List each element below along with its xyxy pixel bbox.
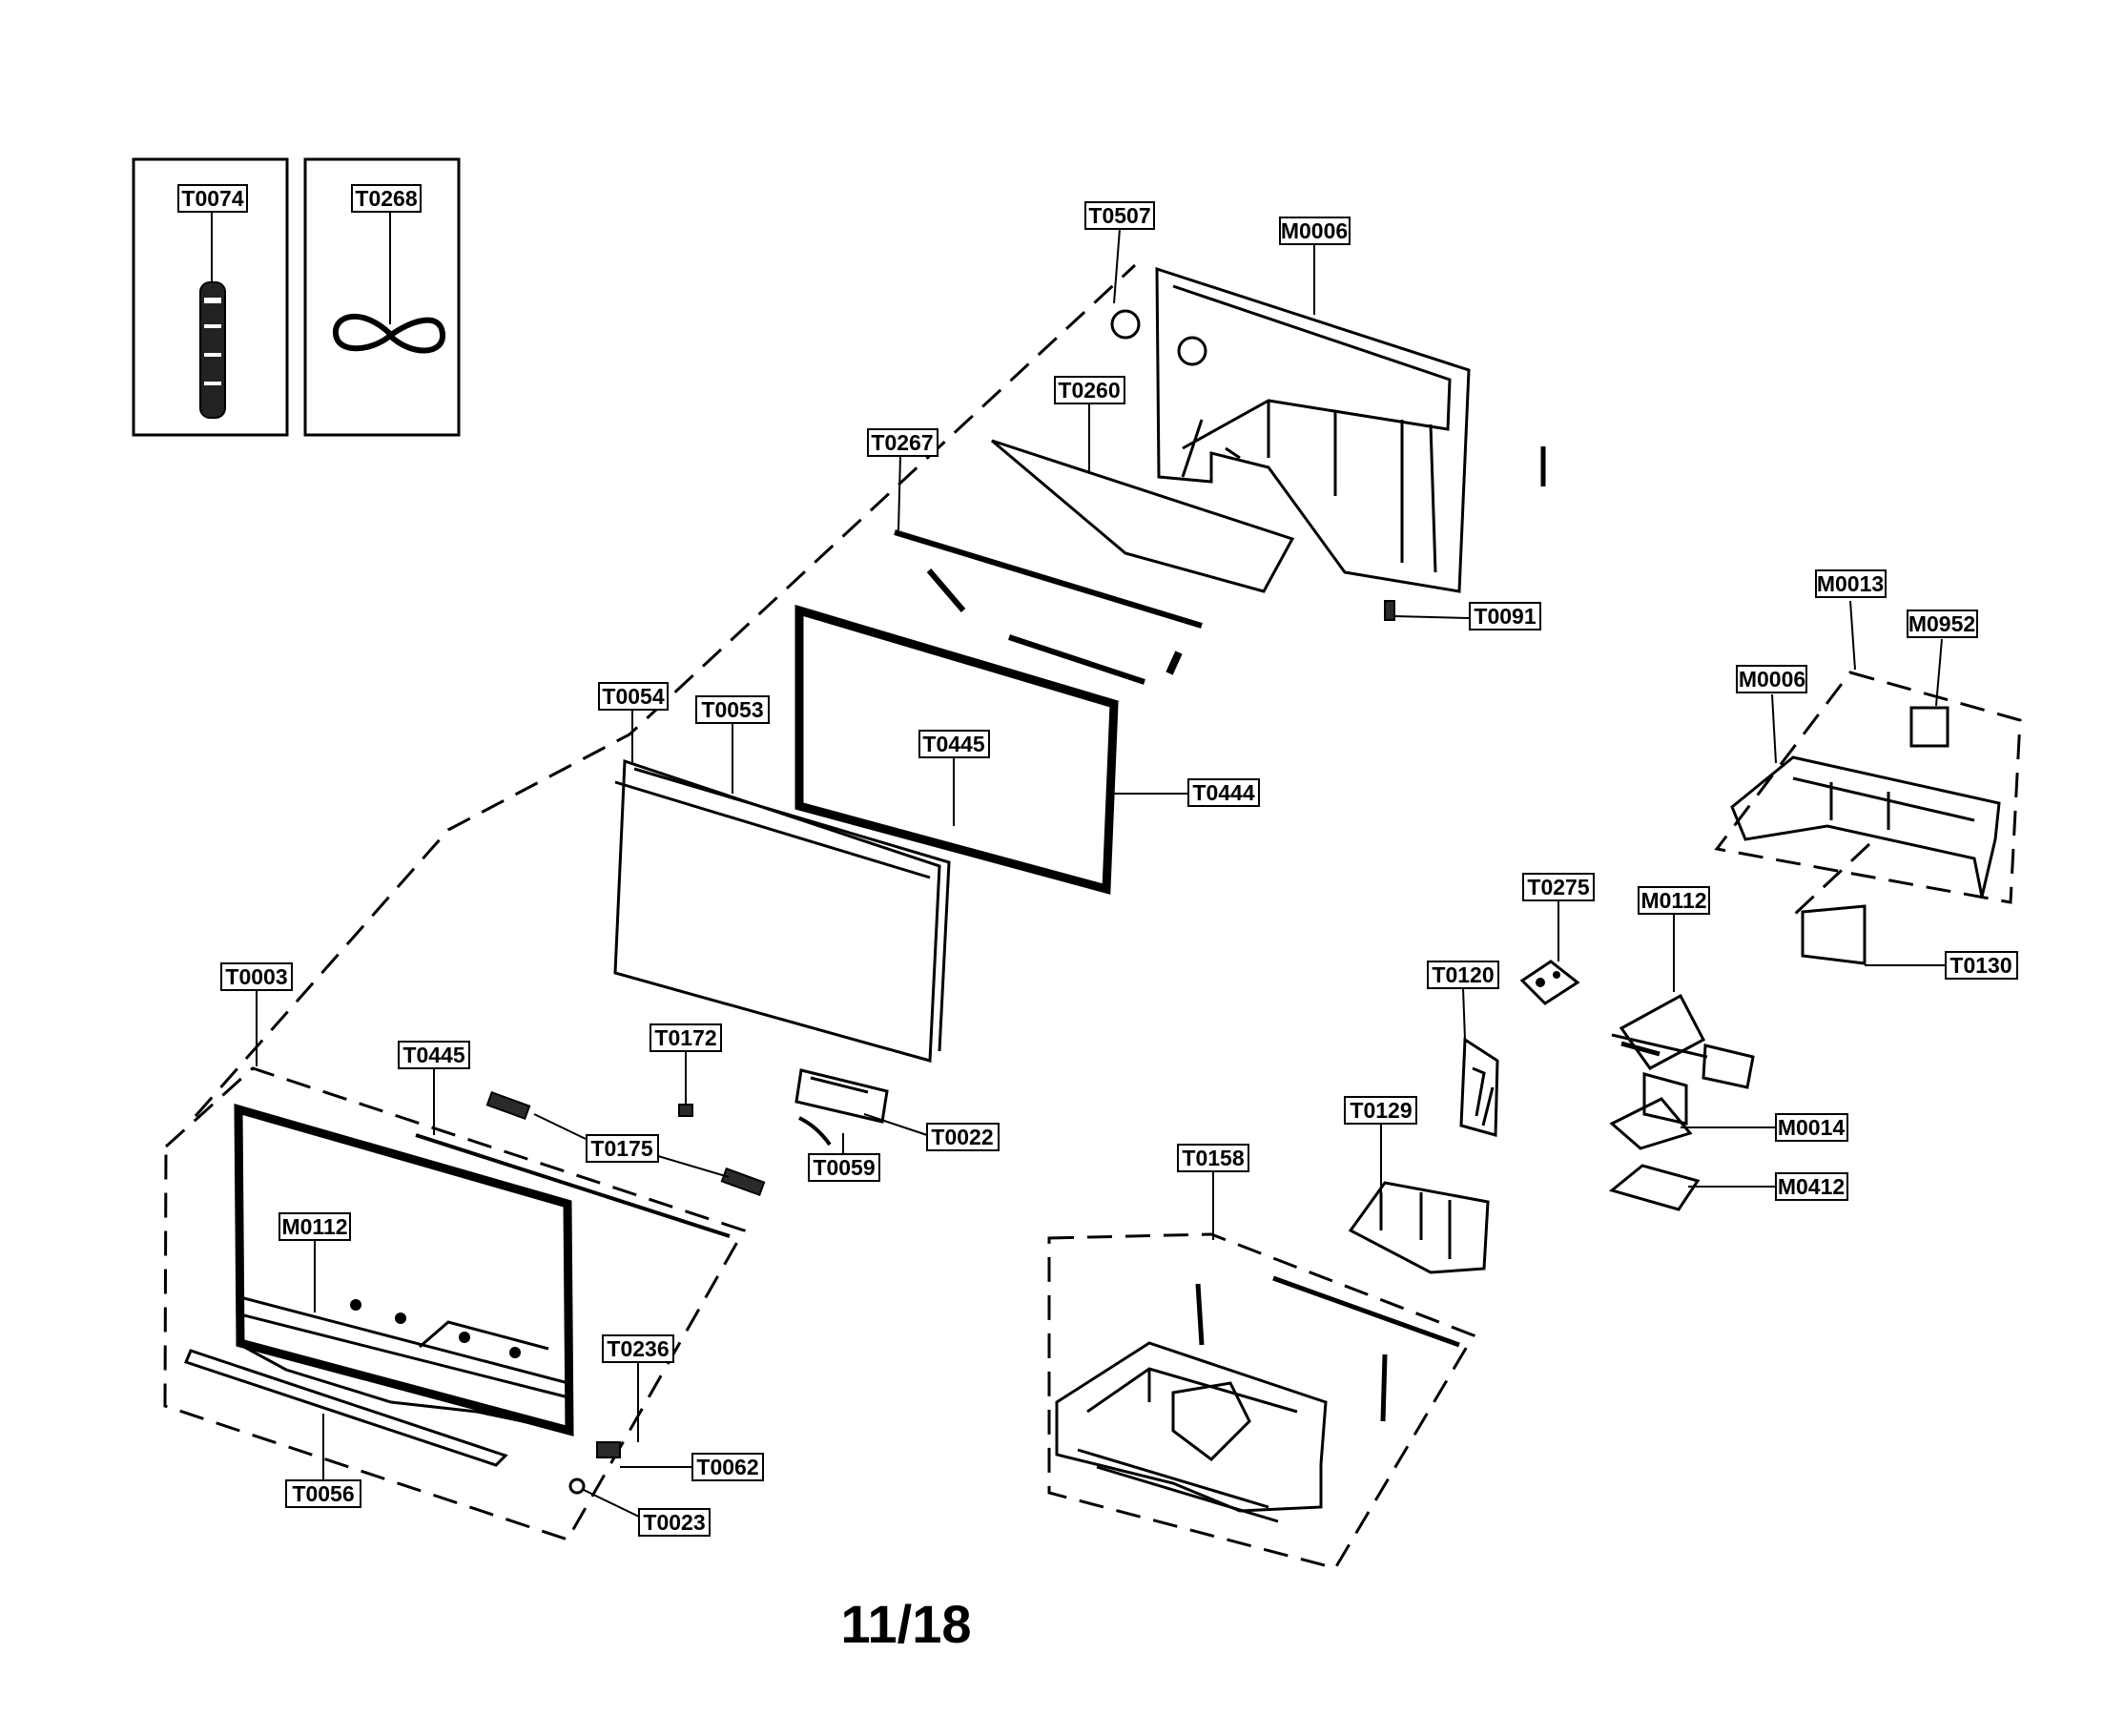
accessory-frame-remote xyxy=(132,157,289,437)
base-stand-part xyxy=(1055,1275,1460,1523)
label-T0268: T0268 xyxy=(351,184,422,213)
svg-text:T0120: T0120 xyxy=(1432,962,1494,987)
svg-text:T0260: T0260 xyxy=(1058,378,1120,403)
svg-text:T0507: T0507 xyxy=(1088,203,1150,228)
svg-text:T0268: T0268 xyxy=(355,186,417,211)
rear-unit-part xyxy=(1730,706,2001,965)
screen-frame-part xyxy=(794,604,1119,895)
svg-text:T0022: T0022 xyxy=(931,1125,993,1149)
page-number: 11/18 xyxy=(840,1594,971,1654)
control-board-part xyxy=(794,1068,889,1124)
label-M0006-right: M0006 xyxy=(1736,665,1807,764)
label-T0059: T0059 xyxy=(808,1133,880,1182)
svg-text:T0172: T0172 xyxy=(654,1025,716,1050)
front-small-parts xyxy=(568,1395,639,1495)
sensor-part xyxy=(678,1104,693,1117)
label-T0236: T0236 xyxy=(602,1334,674,1395)
svg-text:T0445: T0445 xyxy=(402,1043,464,1067)
control-board-detail xyxy=(810,1076,869,1094)
svg-text:T0130: T0130 xyxy=(1949,953,2011,978)
label-T0129: T0129 xyxy=(1344,1096,1417,1192)
assembly-guide-right-link xyxy=(1791,842,1871,918)
svg-text:T0236: T0236 xyxy=(607,1336,669,1361)
assembly-guide-line-upper xyxy=(194,263,1137,1117)
svg-text:T0056: T0056 xyxy=(292,1481,354,1506)
svg-text:T0129: T0129 xyxy=(1350,1098,1412,1123)
label-T0445-top: T0445 xyxy=(918,730,990,826)
label-T0074: T0074 xyxy=(177,184,248,213)
label-T0444: T0444 xyxy=(1112,778,1260,807)
label-T0120: T0120 xyxy=(1427,961,1499,1041)
svg-text:M0013: M0013 xyxy=(1817,571,1884,596)
label-T0175: T0175 xyxy=(533,1113,730,1178)
svg-text:M0006: M0006 xyxy=(1281,218,1348,243)
label-T0275: T0275 xyxy=(1522,873,1595,961)
assembly-guide-base xyxy=(1047,1232,1476,1570)
svg-text:T0059: T0059 xyxy=(813,1155,875,1180)
svg-text:T0158: T0158 xyxy=(1182,1146,1244,1170)
accessory-frame-cable xyxy=(303,157,461,437)
label-T0054: T0054 xyxy=(598,682,669,763)
svg-text:M0014: M0014 xyxy=(1778,1115,1846,1140)
screen-lens-part xyxy=(613,758,951,1063)
svg-text:T0054: T0054 xyxy=(602,684,664,709)
label-T0053: T0053 xyxy=(695,695,770,794)
front-cabinet-part xyxy=(183,1104,731,1467)
svg-text:M0112: M0112 xyxy=(1640,888,1706,913)
svg-text:T0074: T0074 xyxy=(181,186,243,211)
light-engine-part xyxy=(1459,1037,1499,1137)
label-T0091: T0091 xyxy=(1393,602,1541,630)
bracket-part xyxy=(1384,600,1395,621)
assembly-guide-front-bezel xyxy=(163,1066,747,1541)
label-M0006-top: M0006 xyxy=(1279,217,1351,315)
svg-text:T0444: T0444 xyxy=(1192,780,1254,805)
svg-text:T0267: T0267 xyxy=(871,430,933,455)
sub-board-part xyxy=(1608,1072,1701,1211)
label-T0267: T0267 xyxy=(867,428,939,531)
screen-panel-part xyxy=(991,439,1295,593)
chassis-part xyxy=(1348,1181,1490,1274)
cable-part xyxy=(798,1116,832,1147)
label-M0112-right: M0112 xyxy=(1638,886,1710,992)
back-cover-part xyxy=(1110,266,1546,593)
label-M0013: M0013 xyxy=(1815,569,1887,671)
main-board-part xyxy=(1611,993,1755,1089)
label-T0022: T0022 xyxy=(863,1113,1000,1151)
label-T0023: T0023 xyxy=(583,1489,711,1537)
svg-text:T0175: T0175 xyxy=(590,1136,652,1161)
label-T0056: T0056 xyxy=(285,1414,361,1508)
svg-text:T0053: T0053 xyxy=(701,697,763,722)
svg-text:T0445: T0445 xyxy=(922,732,984,756)
svg-text:M0112: M0112 xyxy=(281,1214,347,1239)
label-M0952: M0952 xyxy=(1907,610,1978,707)
label-T0130: T0130 xyxy=(1865,951,2018,980)
label-T0172: T0172 xyxy=(650,1023,722,1105)
svg-text:T0023: T0023 xyxy=(643,1510,705,1535)
label-M0112-left: M0112 xyxy=(278,1212,351,1312)
remote-control-part xyxy=(199,212,226,419)
svg-text:T0062: T0062 xyxy=(696,1455,758,1479)
label-M0412: M0412 xyxy=(1688,1172,1848,1201)
svg-text:M0006: M0006 xyxy=(1739,667,1805,692)
label-T0158: T0158 xyxy=(1177,1144,1249,1240)
power-cord-part xyxy=(332,212,445,354)
label-T0445-bottom: T0445 xyxy=(398,1041,470,1135)
label-T0260: T0260 xyxy=(1054,376,1125,473)
svg-text:T0091: T0091 xyxy=(1474,604,1536,629)
svg-text:T0275: T0275 xyxy=(1527,875,1589,899)
label-T0003: T0003 xyxy=(220,962,293,1066)
label-T0062: T0062 xyxy=(620,1453,764,1481)
svg-text:M0412: M0412 xyxy=(1778,1174,1845,1199)
speaker-part xyxy=(485,1090,766,1197)
svg-text:M0952: M0952 xyxy=(1908,611,1975,636)
svg-text:T0003: T0003 xyxy=(225,964,287,989)
label-M0014: M0014 xyxy=(1681,1113,1848,1142)
lamp-part xyxy=(1519,960,1580,1005)
side-strip-part xyxy=(894,529,1203,685)
label-T0507: T0507 xyxy=(1084,201,1155,304)
assembly-guide-right-unit xyxy=(1714,671,2022,904)
